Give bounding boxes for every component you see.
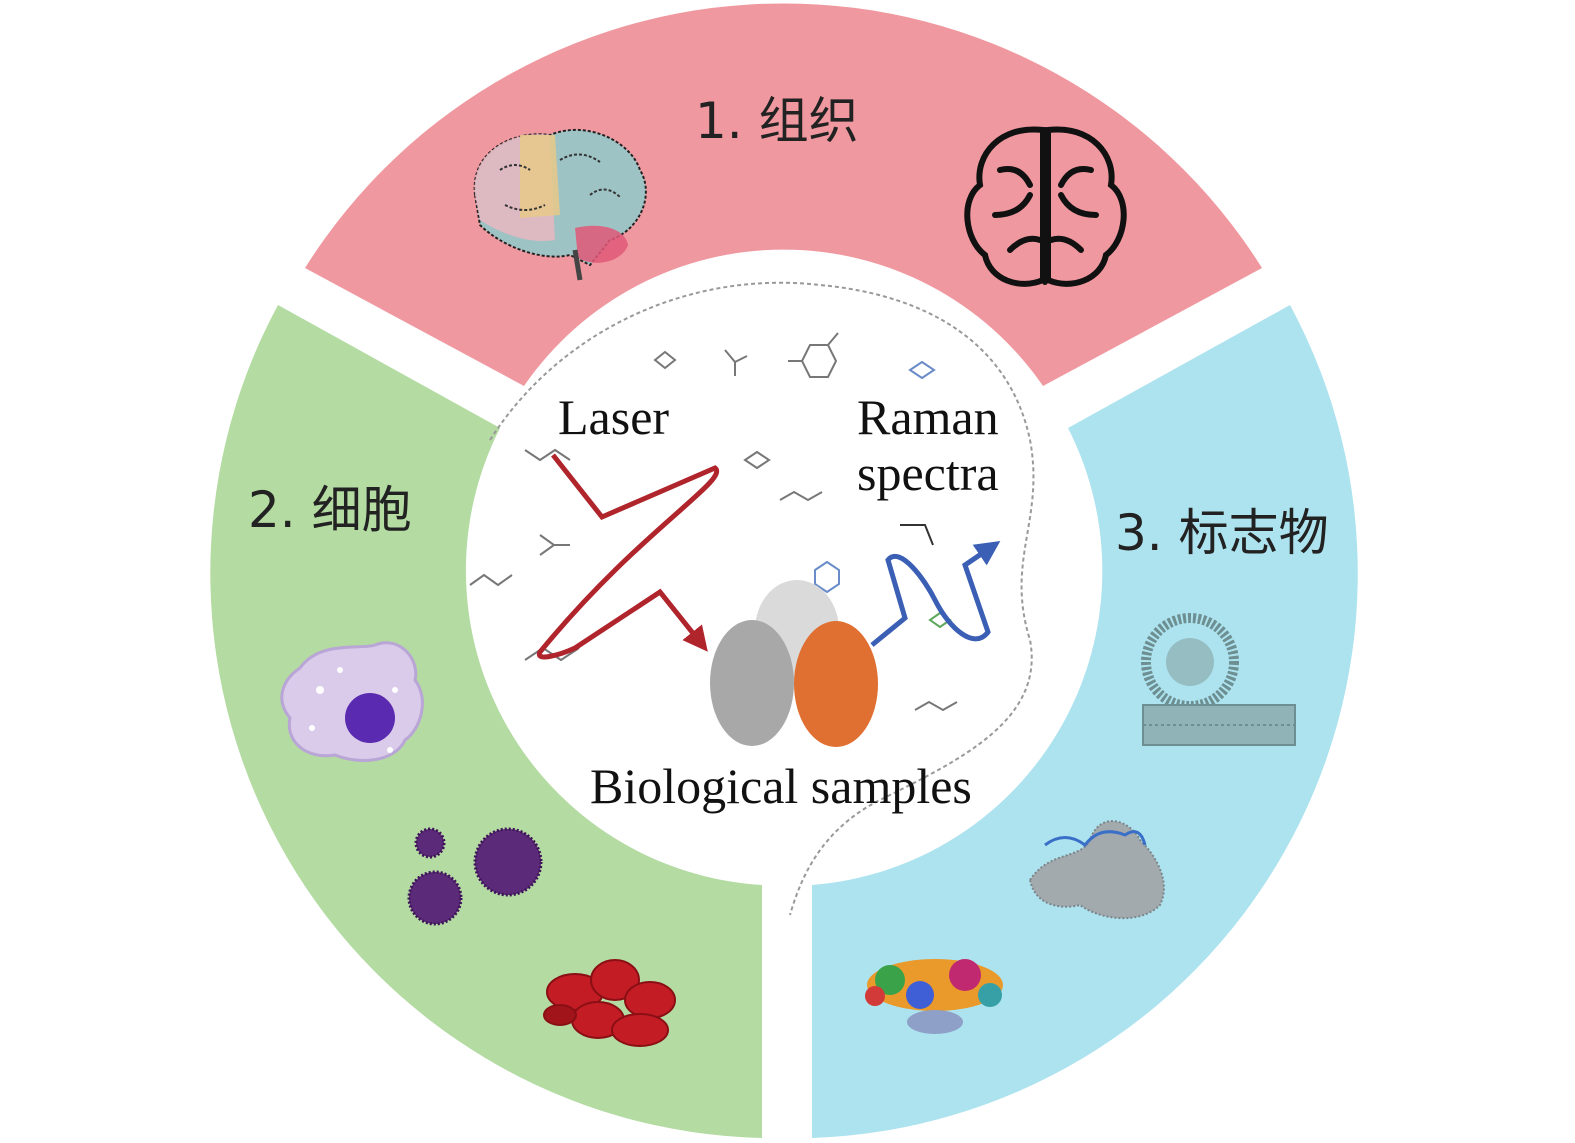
sector-tissue-label: 1. 组织 bbox=[695, 92, 859, 150]
liposome-icon bbox=[1141, 613, 1296, 746]
raman-label-line1: Raman bbox=[857, 389, 999, 445]
sector-biomarker-bg bbox=[812, 305, 1358, 1138]
biological-samples-label: Biological samples bbox=[590, 758, 972, 814]
cell-membrane-outline bbox=[489, 281, 1035, 916]
sector-tissue: 1. 组织 bbox=[305, 3, 1262, 387]
molecule-decorations bbox=[469, 332, 958, 712]
protein-structure-icon bbox=[1028, 820, 1165, 920]
enzyme-complex-icon bbox=[865, 959, 1003, 1034]
raman-label-line2: spectra bbox=[857, 445, 999, 501]
red-blood-cells-icon bbox=[543, 959, 676, 1047]
sector-cell: 2. 细胞 bbox=[210, 305, 763, 1138]
sample-gray-sphere bbox=[710, 620, 794, 746]
brain-anatomy-icon bbox=[473, 129, 647, 281]
sector-biomarker: 3. 标志物 bbox=[812, 305, 1358, 1138]
virus-icon bbox=[407, 827, 543, 926]
sample-orange-sphere bbox=[794, 621, 878, 747]
brain-outline-icon bbox=[964, 126, 1127, 287]
sector-biomarker-label: 3. 标志物 bbox=[1115, 504, 1329, 562]
sector-cell-label: 2. 细胞 bbox=[248, 481, 412, 539]
raman-arrow bbox=[870, 540, 1001, 647]
center-circle bbox=[472, 256, 1096, 880]
laser-label: Laser bbox=[558, 389, 669, 445]
macrophage-cell-icon bbox=[280, 641, 424, 762]
biological-samples-graphic bbox=[710, 580, 878, 747]
laser-arrow bbox=[536, 453, 720, 660]
sector-tissue-bg bbox=[305, 3, 1262, 387]
sector-cell-bg bbox=[210, 305, 763, 1138]
center-panel: Laser Raman spectra Biological samples bbox=[469, 256, 1096, 916]
